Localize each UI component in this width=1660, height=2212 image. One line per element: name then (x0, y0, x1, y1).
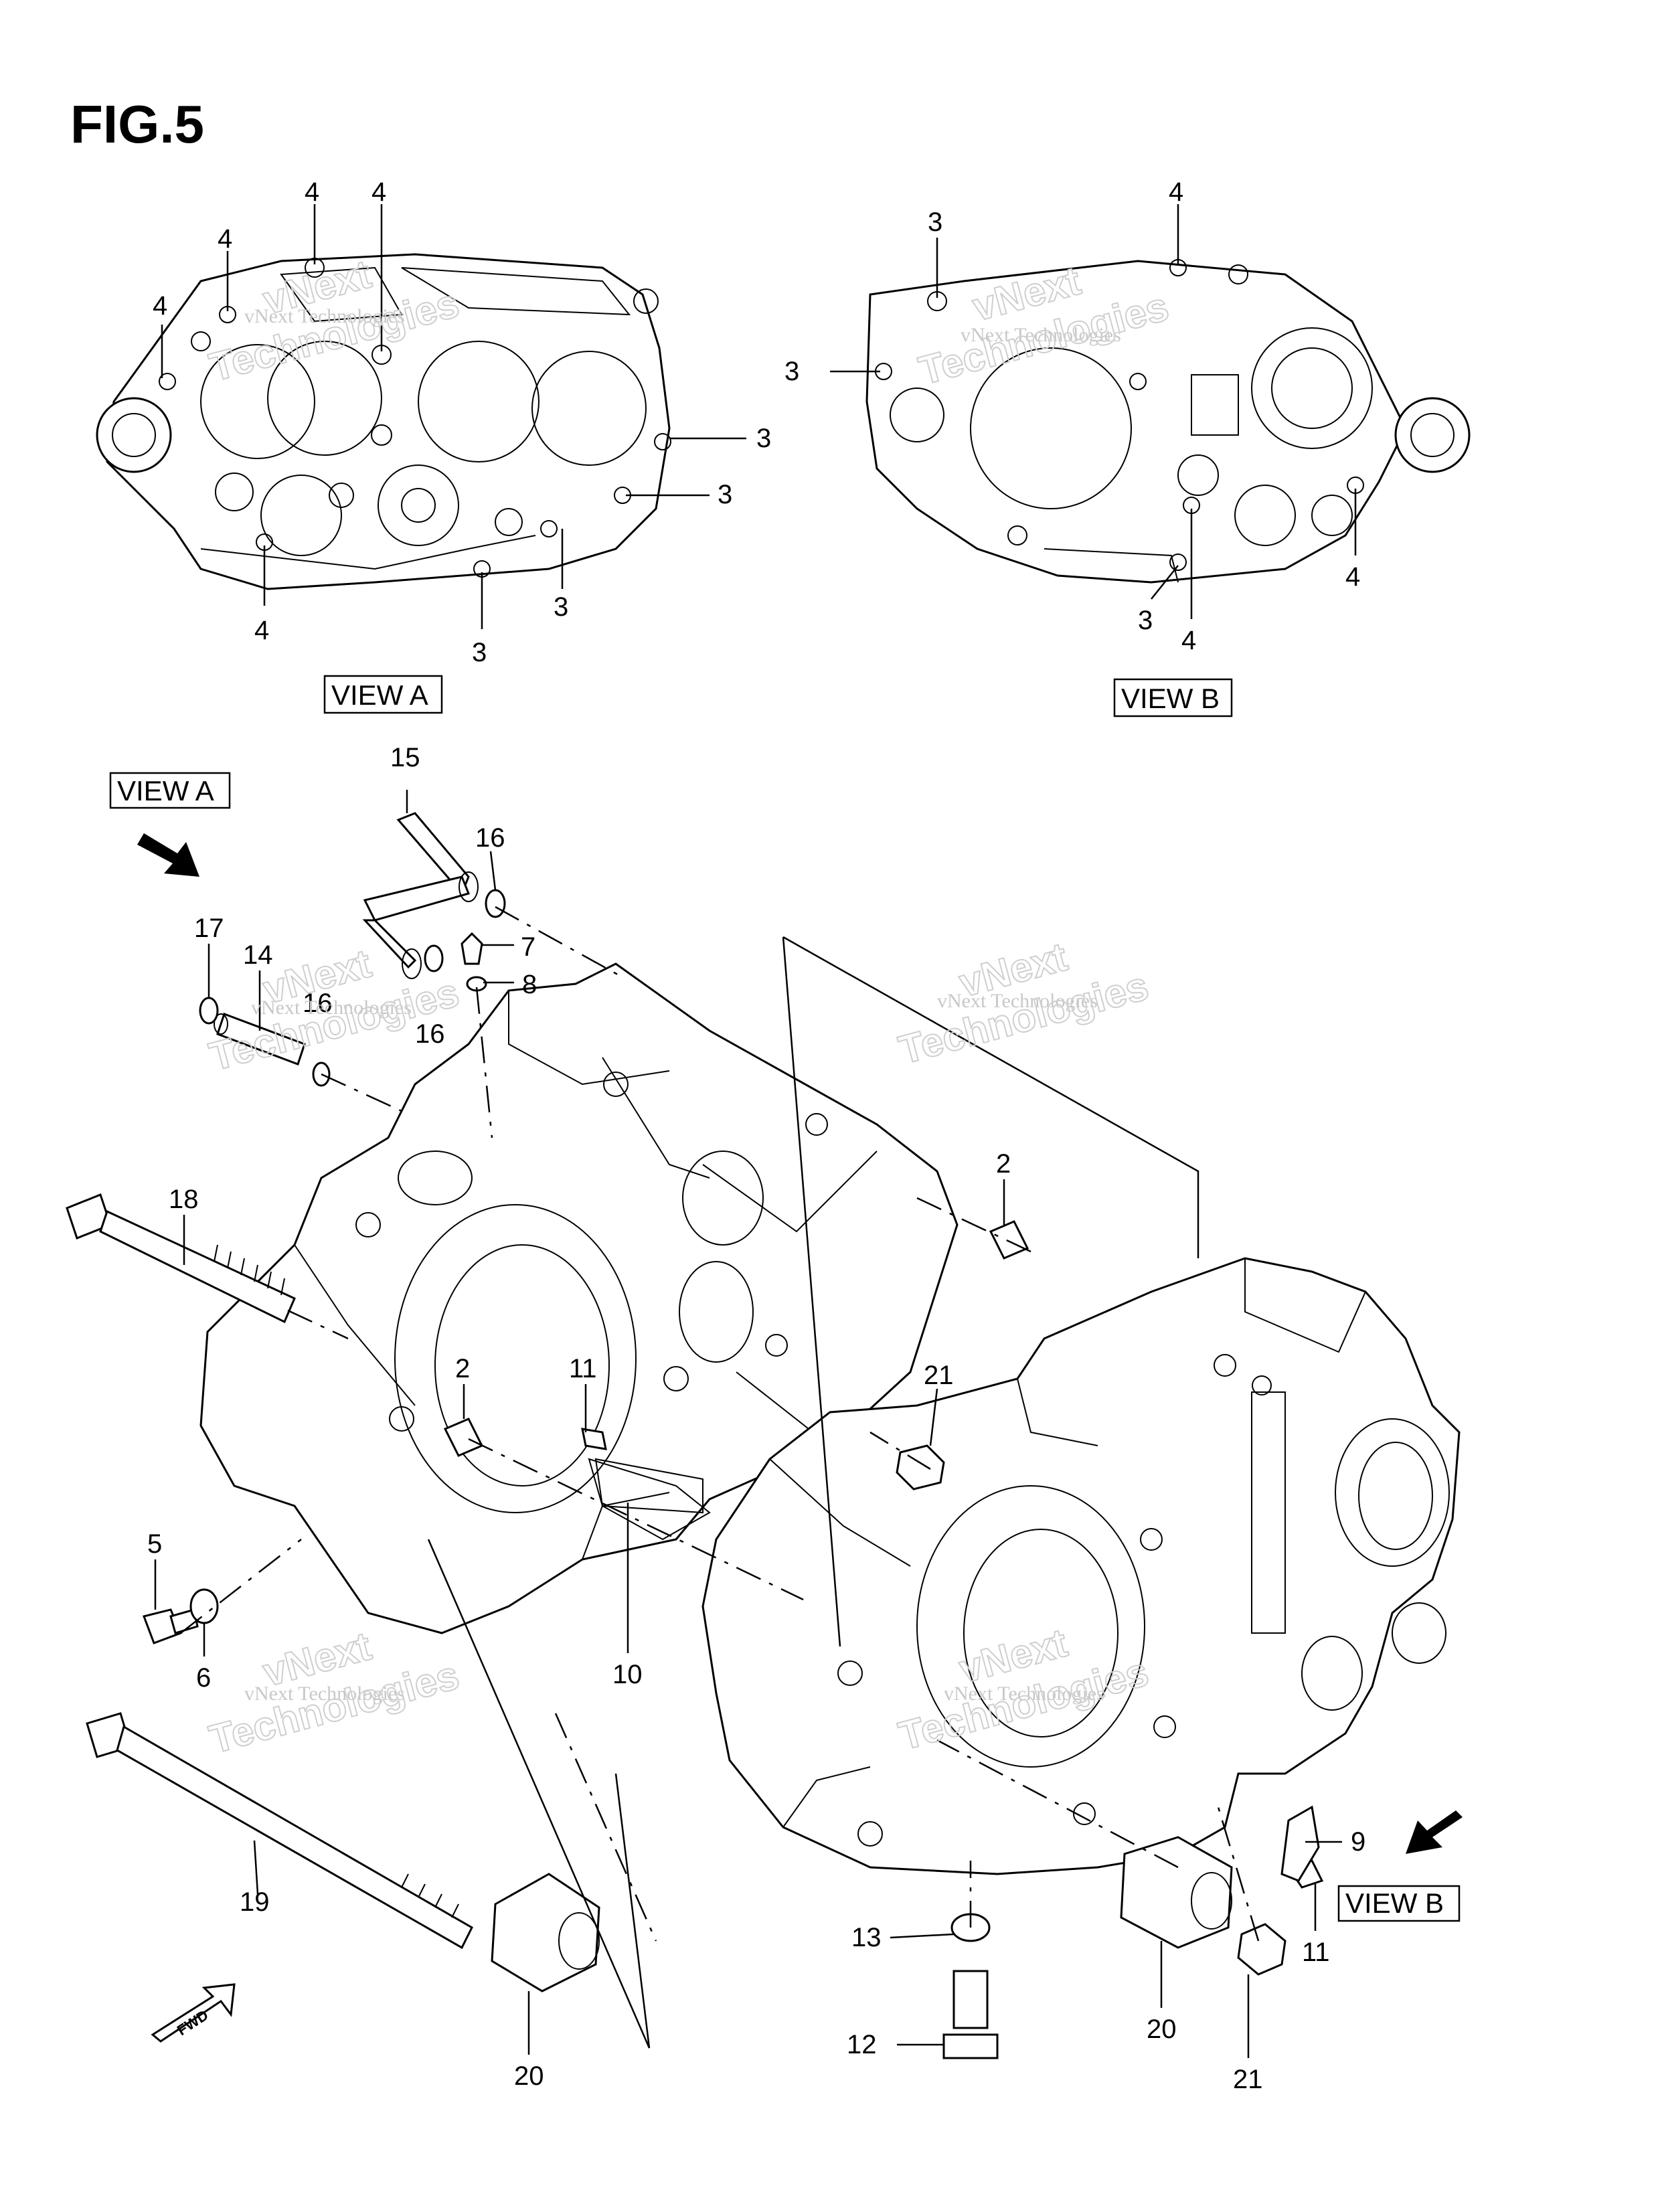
part-callout: 10 (612, 1660, 643, 1689)
view-a-crankcase-drawing (96, 253, 671, 590)
view-b-arrow-icon (1406, 1810, 1463, 1854)
view-b-leaders (830, 204, 1357, 619)
part-callout: 2 (455, 1354, 470, 1383)
view-b-callout: 4 (1181, 626, 1196, 655)
view-b-caption-box: VIEW B (1113, 678, 1233, 717)
view-a-callout: 4 (371, 177, 386, 207)
view-b-crankcase-drawing (865, 259, 1471, 584)
view-a-arrow-icon (137, 833, 199, 877)
view-b-marker: VIEW B (1337, 1810, 1463, 1922)
fwd-arrow-icon: FWD (151, 1983, 236, 2043)
part-callout: 15 (390, 743, 420, 772)
view-a-callout: 3 (718, 480, 732, 509)
view-a-callout: 3 (756, 424, 771, 453)
part-callout: 20 (514, 2061, 544, 2091)
part-callout: 2 (996, 1149, 1011, 1179)
view-a-callout: 4 (153, 291, 167, 321)
view-a-marker-label: VIEW A (117, 775, 214, 806)
view-a-callout: 3 (554, 592, 568, 622)
view-b-callout: 4 (1345, 562, 1360, 592)
view-b-callout: 3 (784, 357, 799, 386)
view-a-leaders (161, 204, 746, 629)
part-callout: 9 (1351, 1827, 1365, 1857)
view-a-caption-box: VIEW A (323, 675, 443, 714)
view-b-callout: 3 (1138, 606, 1153, 635)
watermark-text: vNext Technologies (244, 1683, 405, 1705)
part-callout: 16 (303, 989, 333, 1018)
view-a-callout: 4 (254, 616, 269, 645)
part-callout: 21 (924, 1361, 954, 1390)
view-b-callout: 4 (1169, 177, 1183, 207)
part-callout: 19 (240, 1887, 270, 1917)
watermark-text: vNext Technologies (244, 305, 405, 327)
part-callout: 7 (521, 932, 535, 962)
watermark-text: vNext Technologies (961, 324, 1121, 346)
watermark-text: vNext Technologies (251, 997, 412, 1019)
part-callout: 11 (569, 1354, 597, 1383)
assembly-lines (180, 906, 1260, 2049)
part-callout: 8 (522, 970, 537, 999)
part-callout: 6 (196, 1663, 211, 1693)
part-callout: 13 (851, 1923, 882, 1952)
view-a-callout: 3 (472, 638, 487, 667)
figure-title: FIG.5 (70, 94, 205, 154)
view-b-callout: 3 (928, 207, 942, 237)
part-callout-labels: 15 16 7 8 17 14 16 16 2 18 2 11 21 5 6 1… (147, 743, 1365, 2094)
view-b-marker-label: VIEW B (1345, 1887, 1444, 1919)
small-parts (66, 812, 1324, 2059)
view-a-callout: 4 (218, 224, 232, 254)
view-a-marker: VIEW A (109, 772, 231, 877)
part-callout: 14 (243, 940, 273, 970)
view-a-caption: VIEW A (331, 679, 428, 711)
view-a-callout-labels: 4 4 4 4 3 3 4 3 3 (153, 177, 771, 667)
part-callout: 16 (415, 1019, 445, 1049)
part-callout: 21 (1233, 2065, 1263, 2094)
view-a-callout: 4 (305, 177, 319, 207)
part-callout: 5 (147, 1529, 162, 1559)
part-callout: 12 (847, 2030, 877, 2059)
part-callout: 17 (194, 914, 224, 943)
watermark-text: vNext Technologies (944, 1683, 1104, 1705)
view-b-callout-labels: 3 4 3 4 3 4 (784, 177, 1360, 655)
right-crankcase-half (701, 1257, 1461, 1875)
part-callout: 18 (169, 1185, 199, 1214)
watermark-text: vNext Technologies (937, 990, 1098, 1012)
part-callout: 20 (1147, 2015, 1177, 2044)
part-callout: 16 (475, 823, 505, 853)
part-leaders (154, 790, 1342, 2058)
part-callout: 11 (1302, 1938, 1330, 1967)
view-b-caption: VIEW B (1121, 683, 1220, 714)
